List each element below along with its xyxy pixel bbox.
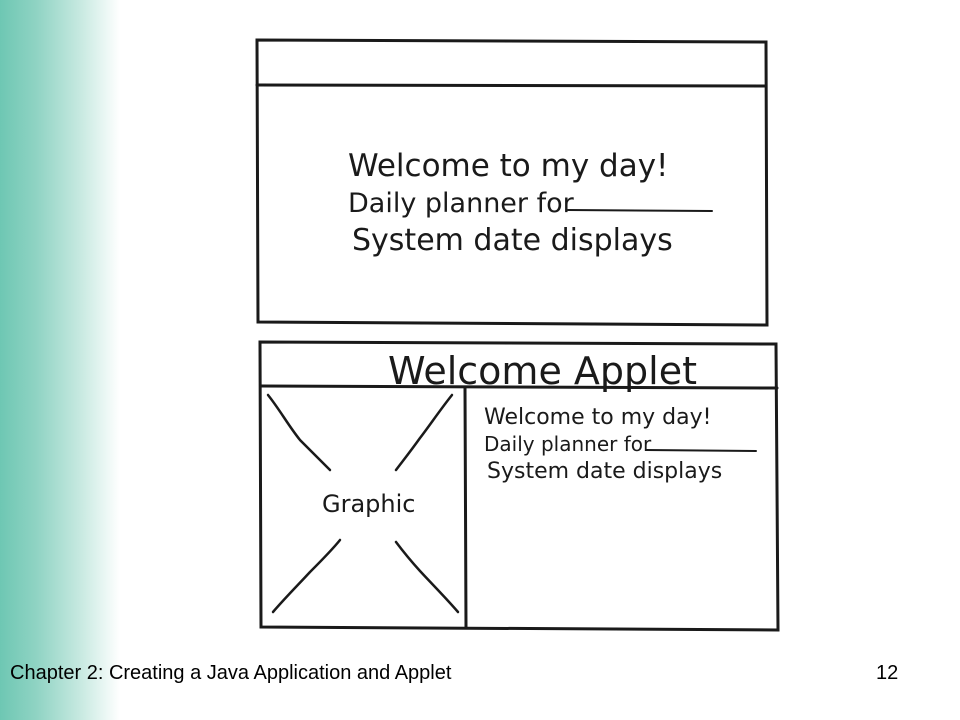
applet-window-frame bbox=[258, 340, 780, 632]
application-blank-underline bbox=[567, 209, 713, 212]
applet-blank-underline bbox=[645, 449, 757, 452]
applet-text-line-3: System date displays bbox=[487, 459, 722, 484]
applet-text-line-1: Welcome to my day! bbox=[484, 405, 711, 430]
application-window-sketch bbox=[255, 38, 769, 327]
applet-title: Welcome Applet bbox=[388, 349, 697, 393]
applet-text-line-2: Daily planner for bbox=[484, 432, 652, 456]
application-window-frame bbox=[255, 38, 769, 327]
applet-window-sketch bbox=[258, 340, 780, 632]
application-text-line-2: Daily planner for bbox=[348, 188, 575, 219]
application-text-line-3: System date displays bbox=[352, 223, 673, 258]
applet-title-divider bbox=[259, 384, 779, 390]
applet-panel-divider bbox=[463, 386, 468, 630]
page-number: 12 bbox=[876, 662, 899, 684]
graphic-label: Graphic bbox=[322, 490, 415, 518]
application-text-line-1: Welcome to my day! bbox=[348, 148, 668, 184]
side-gradient-band bbox=[0, 0, 120, 720]
graphic-placeholder-lines bbox=[266, 393, 460, 614]
footer-chapter-title: Chapter 2: Creating a Java Application a… bbox=[10, 662, 452, 684]
application-title-bar-divider bbox=[255, 83, 768, 88]
